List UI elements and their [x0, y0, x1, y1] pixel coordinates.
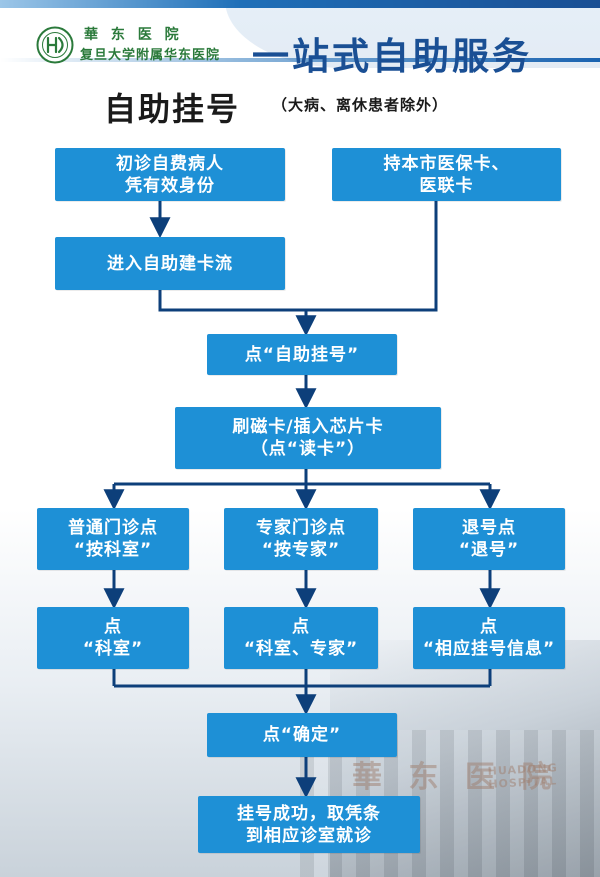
page-title: 一站式自助服务: [252, 35, 532, 78]
step-line: “按科室”: [73, 540, 153, 560]
step-registration-success: 挂号成功，取凭条 到相应诊室就诊: [198, 796, 420, 853]
step-line: 进入自助建卡流: [107, 253, 233, 274]
header-band: [0, 0, 600, 8]
step-click-dept-expert: 点 “科室、专家”: [224, 607, 378, 669]
step-line: 点: [480, 617, 498, 637]
building-sign-chinese: 華 东 医 院: [352, 760, 560, 795]
step-line: 点: [292, 617, 310, 637]
hospital-name-line1: 華 东 医 院: [84, 27, 183, 43]
step-line: “科室、专家”: [243, 639, 359, 659]
step-insurance-card: 持本市医保卡、 医联卡: [332, 148, 561, 201]
step-line: 点“自助挂号”: [244, 344, 360, 365]
step-swipe-card: 刷磁卡/插入芯片卡 （点“读卡”）: [175, 407, 441, 469]
step-line: （点“读卡”）: [250, 439, 366, 459]
step-line: 点“确定”: [262, 725, 342, 745]
hospital-name-line2: 复旦大学附属华东医院: [80, 48, 221, 63]
step-line: “按专家”: [261, 540, 341, 560]
step-click-registration-info: 点 “相应挂号信息”: [413, 607, 565, 669]
hospital-logo-icon: [36, 26, 74, 64]
step-click-confirm: 点“确定”: [207, 713, 397, 757]
step-refund: 退号点 “退号”: [413, 508, 565, 570]
step-line: 持本市医保卡、: [383, 153, 510, 174]
section-note: （大病、离休患者除外）: [272, 96, 449, 114]
step-click-self-register: 点“自助挂号”: [207, 334, 397, 375]
step-expert-clinic: 专家门诊点 “按专家”: [224, 508, 378, 570]
header-curve: [0, 58, 600, 62]
step-line: “相应挂号信息”: [422, 639, 556, 659]
step-line: 到相应诊室就诊: [246, 825, 372, 846]
step-line: 初诊自费病人: [116, 153, 224, 174]
section-title: 自助挂号: [104, 90, 241, 128]
step-line: “科室”: [82, 639, 144, 659]
step-line: 点: [104, 617, 122, 637]
step-general-clinic: 普通门诊点 “按科室”: [37, 508, 189, 570]
step-line: 挂号成功，取凭条: [237, 803, 381, 824]
step-click-department: 点 “科室”: [37, 607, 189, 669]
step-line: 凭有效身份: [125, 175, 215, 196]
header-wave: [225, 0, 600, 68]
step-self-pay-new-patient: 初诊自费病人 凭有效身份: [55, 148, 285, 201]
step-create-card: 进入自助建卡流: [55, 237, 285, 290]
step-line: 退号点: [462, 518, 516, 538]
step-line: 专家门诊点: [256, 518, 346, 538]
step-line: “退号”: [458, 540, 520, 560]
step-line: 刷磁卡/插入芯片卡: [232, 417, 384, 437]
step-line: 普通门诊点: [68, 518, 158, 538]
step-line: 医联卡: [419, 175, 474, 196]
